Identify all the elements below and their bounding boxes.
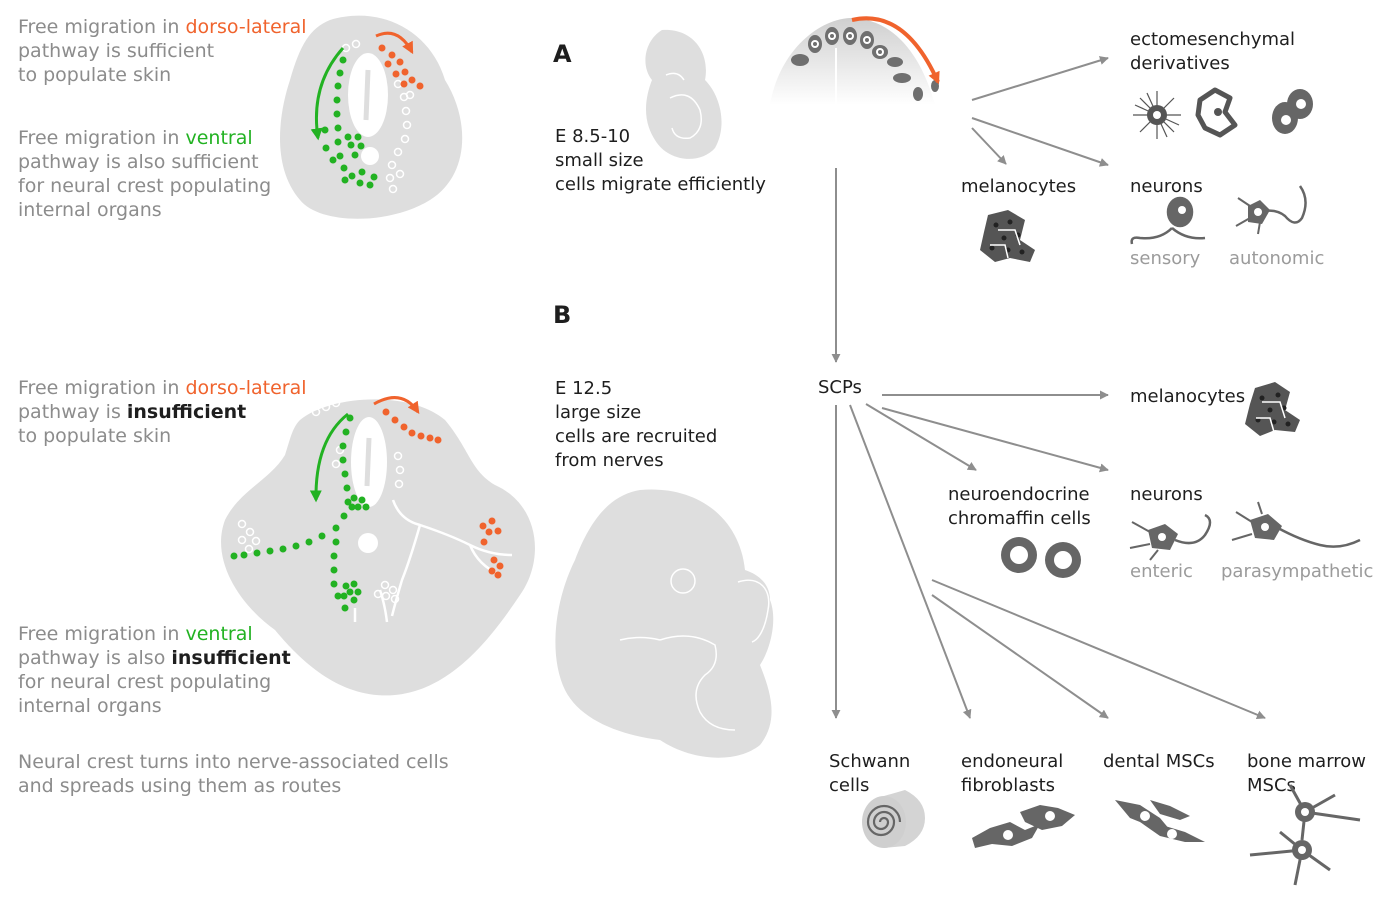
note-a1: Free migration in dorso-lateral (18, 16, 307, 38)
note-b1-line3: to populate skin (18, 425, 171, 447)
note-b3-line1: Neural crest turns into nerve-associated… (18, 751, 449, 773)
bone-marrow-mscs-icon (1249, 784, 1361, 886)
note-b2-line3: for neural crest populating (18, 671, 271, 693)
endoneural-fibroblasts-icon (972, 805, 1075, 848)
label-melanocytes-a: melanocytes (961, 176, 1076, 197)
note-a2: Free migration in ventral (18, 127, 253, 149)
label-neurons-a: neurons (1130, 176, 1203, 197)
label-parasympathetic: parasympathetic (1221, 561, 1373, 582)
melanocytes-a-icon (980, 210, 1035, 262)
enteric-neuron-icon (1129, 513, 1212, 561)
ventral-highlight: ventral (185, 127, 252, 149)
bone-msc-nucleus-2 (1298, 846, 1306, 854)
panel-a-notes: Free migration in dorso-lateral pathway … (18, 16, 307, 221)
sensory-nucleus (1178, 206, 1186, 214)
embryo-large (555, 489, 774, 758)
chromaffin-cells-icon (1001, 537, 1081, 578)
autonomic-neuron-icon (1235, 185, 1307, 235)
label-bone-marrow: bone marrow (1247, 751, 1366, 772)
label-ectomesenchymal: ectomesenchymal (1130, 29, 1295, 50)
label-enteric: enteric (1130, 561, 1193, 582)
svg-text:large size: large size (555, 402, 641, 423)
stage-b: E 12.5 large size cells are recruited fr… (555, 378, 717, 471)
note-b2-line4: internal organs (18, 695, 162, 717)
dental-mscs-icon (1115, 800, 1205, 842)
bone-msc-nucleus-1 (1301, 808, 1309, 816)
melanocytes-b-icon (1245, 382, 1300, 436)
derivatives-a: ectomesenchymal derivatives melanocytes … (961, 29, 1295, 197)
note-b3-line2: and spreads using them as routes (18, 775, 341, 797)
note-a2-line4: internal organs (18, 199, 162, 221)
schwann-cell-icon (862, 790, 925, 848)
label-neuroendocrine: neuroendocrine (948, 484, 1090, 505)
panel-a-label: A (553, 40, 572, 68)
label-neurons-b: neurons (1130, 484, 1203, 505)
svg-text:from nerves: from nerves (555, 450, 664, 471)
label-schwann-cells: cells (829, 775, 869, 796)
label-chromaffin: chromaffin cells (948, 508, 1091, 529)
neural-tube-emigration (770, 16, 940, 108)
note-b2-line2: pathway is also insufficient (18, 647, 291, 669)
svg-text:E 12.5: E 12.5 (555, 378, 612, 399)
label-fibroblasts: fibroblasts (961, 775, 1055, 796)
note-b2: Free migration in ventral (18, 623, 253, 645)
embryo-small (645, 29, 722, 159)
label-scps: SCPs (818, 377, 862, 398)
dorso-lateral-highlight-b: dorso-lateral (185, 377, 306, 399)
sensory-neuron-icon (1130, 196, 1206, 245)
label-bone-mscs: MSCs (1247, 775, 1296, 796)
svg-text:cells are recruited: cells are recruited (555, 426, 717, 447)
derivatives-b: melanocytes neuroendocrine chromaffin ce… (829, 386, 1366, 796)
panel-b-notes: Free migration in dorso-lateral pathway … (18, 377, 449, 797)
parasympathetic-neuron-icon (1231, 501, 1361, 548)
svg-text:E 8.5-10: E 8.5-10 (555, 126, 630, 147)
note-a2-line3: for neural crest populating (18, 175, 271, 197)
label-autonomic: autonomic (1229, 248, 1324, 269)
dorso-lateral-highlight: dorso-lateral (185, 16, 306, 38)
note-a1-line2: pathway is sufficient (18, 40, 214, 62)
label-schwann: Schwann (829, 751, 910, 772)
note-b1: Free migration in dorso-lateral (18, 377, 307, 399)
insufficient-emphasis: insufficient (127, 401, 246, 423)
label-endoneural: endoneural (961, 751, 1063, 772)
cross-section-b (221, 396, 535, 696)
insufficient-emphasis-2: insufficient (171, 647, 290, 669)
stage-a: E 8.5-10 small size cells migrate effici… (555, 126, 766, 195)
label-melanocytes-b: melanocytes (1130, 386, 1245, 407)
ectomesenchymal-cells-icon (1133, 87, 1313, 139)
cross-section-a (280, 15, 463, 219)
label-derivatives: derivatives (1130, 53, 1230, 74)
label-sensory: sensory (1130, 248, 1201, 269)
note-a1-line3: to populate skin (18, 64, 171, 86)
panel-b-label: B (553, 301, 571, 329)
svg-text:cells migrate efficiently: cells migrate efficiently (555, 174, 766, 195)
arrows (831, 56, 1266, 720)
note-a2-line2: pathway is also sufficient (18, 151, 259, 173)
ventral-highlight-b: ventral (185, 623, 252, 645)
label-dental-mscs: dental MSCs (1103, 751, 1215, 772)
svg-text:small size: small size (555, 150, 644, 171)
note-b1-line2: pathway is insufficient (18, 401, 246, 423)
